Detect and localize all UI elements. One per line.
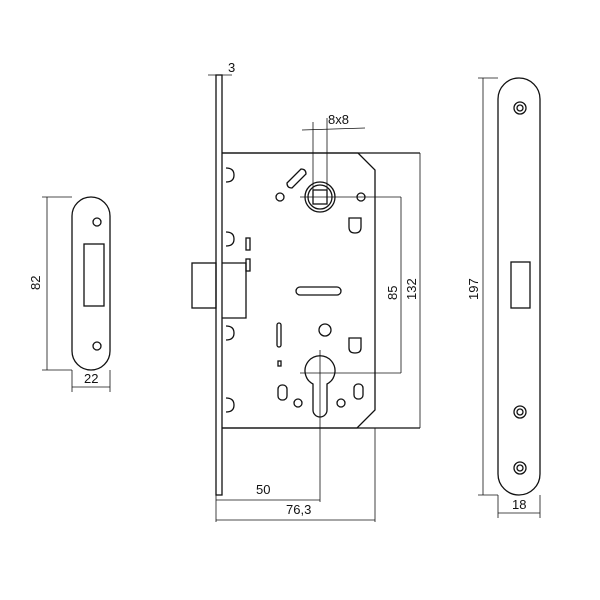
case-height-label: 132 bbox=[404, 278, 419, 300]
faceplate-length-label: 197 bbox=[466, 278, 481, 300]
case-depth-label: 76,3 bbox=[286, 502, 311, 517]
faceplate-front: 197 18 bbox=[466, 77, 541, 518]
strike-plate: 82 22 bbox=[28, 196, 111, 392]
spindle-size-label: 8x8 bbox=[328, 112, 349, 127]
faceplate-width-label: 18 bbox=[512, 497, 526, 512]
lock-body: 3 8x8 85 132 50 76,3 bbox=[191, 60, 421, 522]
backset-label: 50 bbox=[256, 482, 270, 497]
faceplate-thickness-label: 3 bbox=[228, 60, 235, 75]
strike-height-label: 82 bbox=[28, 276, 43, 290]
centre-distance-label: 85 bbox=[385, 286, 400, 300]
strike-width-label: 22 bbox=[84, 371, 98, 386]
